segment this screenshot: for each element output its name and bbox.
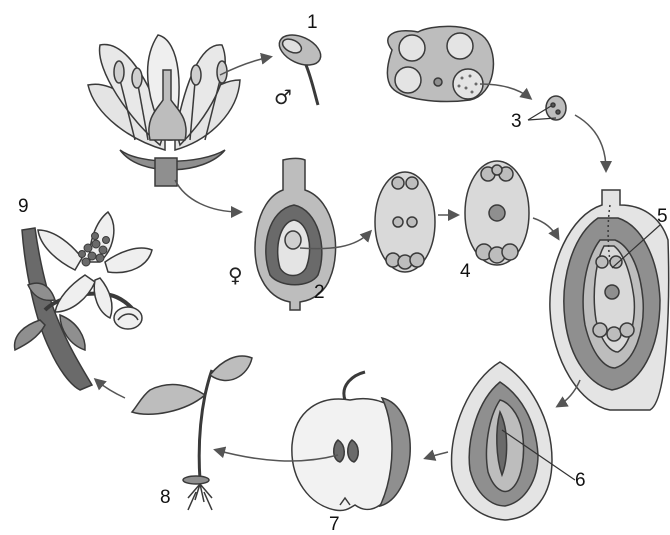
embryo-sac-stage-b [465, 161, 529, 265]
label-1: 1 [307, 12, 318, 33]
flowering-branch [15, 212, 152, 390]
embryo-sac-stage-a [375, 172, 435, 272]
arrow-pollen-to-ovule [575, 115, 606, 170]
pollen-grain [546, 96, 566, 120]
apple-fruit [292, 372, 410, 511]
male-symbol-icon: ♂ [274, 85, 292, 109]
seedling [132, 356, 252, 510]
label-2: 2 [314, 282, 325, 303]
arrow-sac-b-to-ovule [533, 218, 558, 238]
label-4: 4 [460, 261, 471, 282]
fertilized-ovule [550, 190, 669, 410]
label-6: 6 [575, 470, 586, 491]
label-8: 8 [160, 487, 171, 508]
arrow-seed-to-apple [426, 452, 448, 458]
flower-cross-section [88, 35, 240, 186]
anther-section [387, 26, 493, 101]
label-7: 7 [329, 514, 340, 535]
arrow-seedling-to-branch [96, 380, 125, 398]
arrow-flower-to-ovary [175, 180, 240, 212]
label-5: 5 [657, 206, 668, 227]
female-symbol-icon: ♀ [228, 263, 243, 287]
seed-section [452, 362, 552, 520]
label-3: 3 [511, 111, 522, 132]
label-9: 9 [18, 196, 29, 217]
